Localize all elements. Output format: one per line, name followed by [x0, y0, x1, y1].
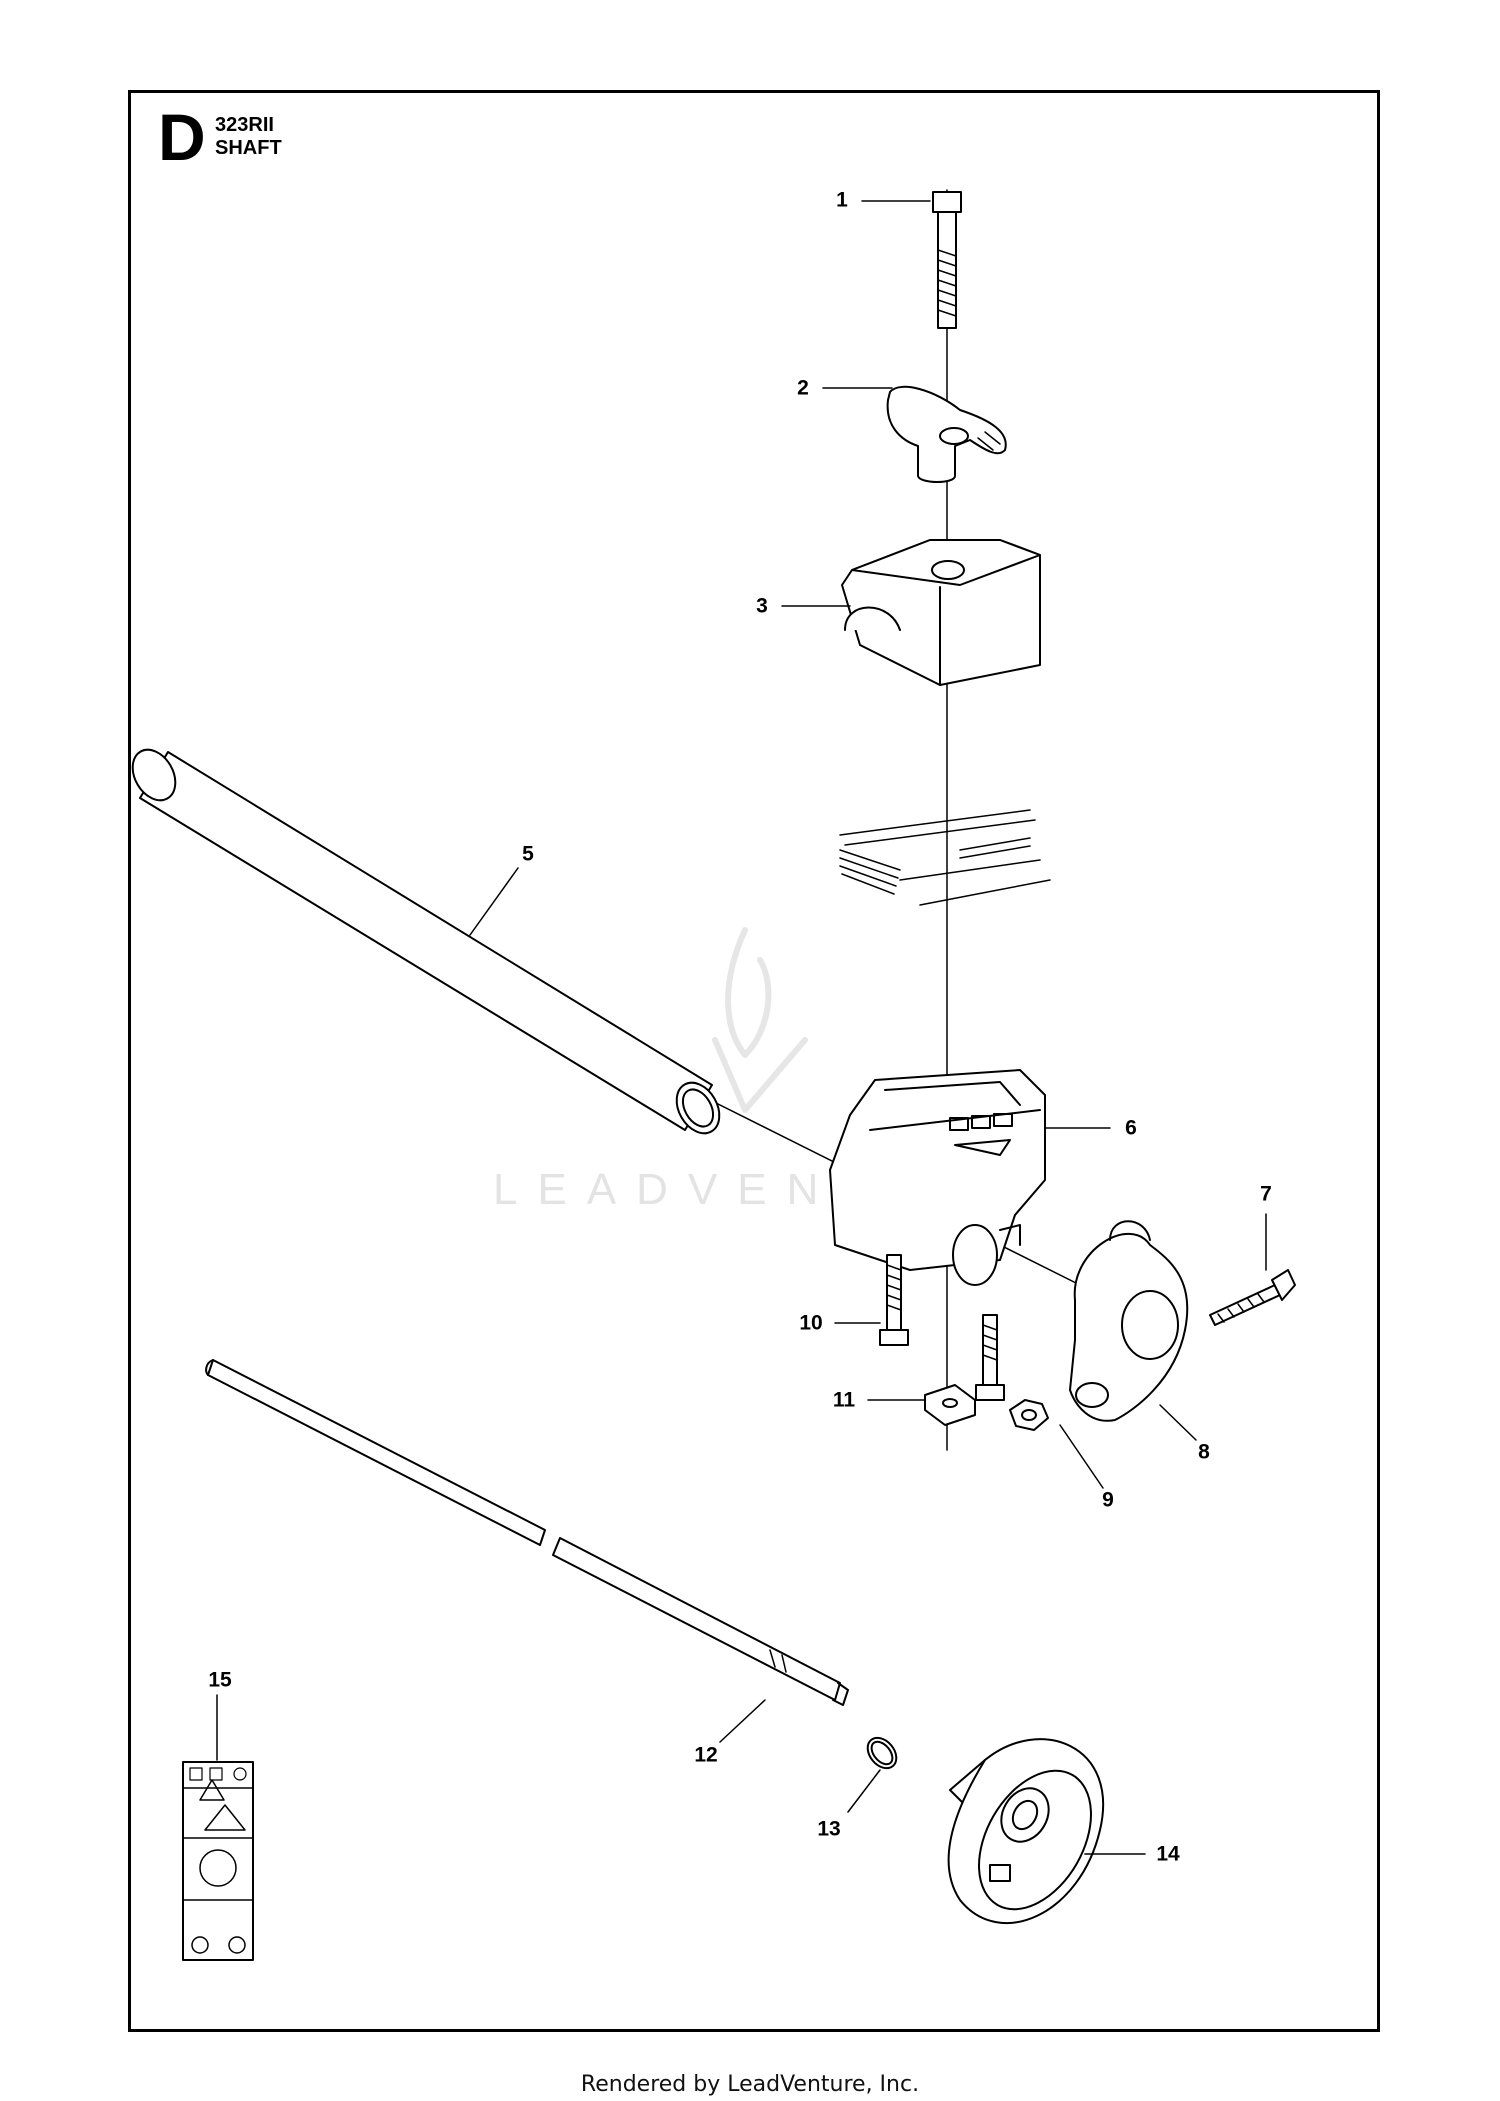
part-clutch-drum: [947, 1738, 1105, 1925]
callout-12: 12: [694, 1743, 718, 1767]
part-nut: [1009, 1399, 1049, 1431]
diagram-frame: [128, 90, 1380, 2032]
part-wing-knob: [886, 385, 1007, 483]
callout-10: 10: [799, 1311, 823, 1335]
callout-8: 8: [1198, 1440, 1210, 1464]
part-screw-11b: [975, 1314, 1005, 1401]
callout-9: 9: [1102, 1488, 1114, 1512]
callout-13: 13: [817, 1817, 841, 1841]
callout-2: 2: [797, 376, 809, 400]
part-decal-sheet: [182, 1761, 254, 1961]
part-bracket: [1069, 1220, 1189, 1422]
part-bolt: [932, 191, 962, 329]
part-screw-7: [1209, 1269, 1296, 1326]
part-circlip: [866, 1736, 898, 1770]
part-tube: [131, 748, 721, 1135]
watermark-logo: [712, 927, 808, 1113]
part-screw-10: [879, 1254, 909, 1346]
footer-credit: Rendered by LeadVenture, Inc.: [580, 2072, 920, 2097]
part-drive-shaft: [205, 1359, 849, 1706]
callout-3: 3: [756, 594, 768, 618]
callout-1: 1: [836, 188, 848, 212]
part-clamp-cover: [841, 539, 1041, 686]
leader-lines: [216, 200, 1267, 1855]
section-title: SHAFT: [215, 137, 282, 159]
part-shaft-holder: [829, 1069, 1046, 1286]
callout-5: 5: [522, 842, 534, 866]
callout-7: 7: [1260, 1182, 1272, 1206]
model-code: 323RII: [215, 114, 274, 136]
callout-14: 14: [1156, 1842, 1180, 1866]
part-square-nut: [924, 1384, 976, 1426]
callout-6: 6: [1125, 1116, 1137, 1140]
part-clamp-detail: [839, 809, 1051, 906]
callout-15: 15: [208, 1668, 232, 1692]
callout-11: 11: [832, 1388, 856, 1412]
section-letter: D: [158, 100, 206, 174]
